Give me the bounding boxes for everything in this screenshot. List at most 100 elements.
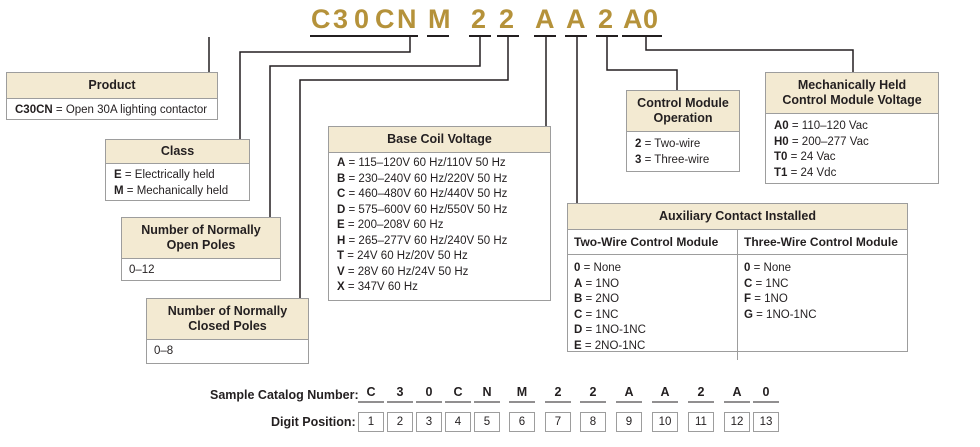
code-underline bbox=[622, 35, 662, 37]
mech-voltage-desc: = 110–120 Vac bbox=[788, 120, 868, 132]
code-underline bbox=[497, 35, 519, 37]
sample-char: 0 bbox=[425, 385, 433, 399]
voltage-desc: = 575–600V 60 Hz/550V 50 Hz bbox=[345, 203, 508, 216]
aux-title: Auxiliary Contact Installed bbox=[568, 204, 907, 230]
code-letter: C bbox=[375, 4, 396, 34]
digit-position: 8 bbox=[580, 412, 606, 432]
code-letter: 2 bbox=[598, 4, 615, 34]
sample-char: C bbox=[453, 385, 463, 399]
aux-desc: = None bbox=[580, 262, 622, 274]
sample-char: 3 bbox=[396, 385, 404, 399]
control-module-body: 2 = Two-wire 3 = Three-wire bbox=[627, 132, 739, 172]
normally-open-connector bbox=[269, 37, 481, 218]
normally-closed-box: Number of Normally Closed Poles 0–8 bbox=[146, 298, 309, 364]
sample-char: 2 bbox=[697, 385, 705, 399]
digit-position: 1 bbox=[358, 412, 384, 432]
code-underline bbox=[310, 35, 418, 37]
sample-char: 0 bbox=[762, 385, 770, 399]
code-letter: 3 bbox=[333, 4, 350, 34]
voltage-desc: = 24V 60 Hz/20V 50 Hz bbox=[344, 250, 468, 262]
voltage-code: H bbox=[337, 234, 346, 247]
digit-position: 11 bbox=[688, 412, 714, 432]
voltage-code: T bbox=[337, 250, 345, 262]
two-wire-list: 0 = None A = 1NO B = 2NO C = 1NC D = 1NO… bbox=[568, 255, 737, 360]
operation-code: 2 bbox=[635, 138, 642, 150]
mech-voltage-code: T0 bbox=[774, 151, 788, 163]
aux-desc: = 1NO bbox=[582, 277, 620, 290]
code-letter: N bbox=[397, 4, 418, 34]
code-letter: 0 bbox=[354, 4, 371, 34]
normally-open-title: Number of Normally Open Poles bbox=[122, 218, 280, 259]
code-underline bbox=[565, 35, 587, 37]
product-title: Product bbox=[7, 73, 217, 99]
mech-voltage-code: T1 bbox=[774, 166, 788, 179]
product-desc: = Open 30A lighting contactor bbox=[52, 104, 208, 116]
digit-position: 7 bbox=[545, 412, 571, 432]
mech-held-body: A0 = 110–120 Vac H0 = 200–277 Vac T0 = 2… bbox=[766, 114, 938, 185]
voltage-code: X bbox=[337, 281, 345, 293]
title-line: Open Poles bbox=[166, 238, 236, 252]
class-title: Class bbox=[106, 140, 249, 164]
aux-code: 0 bbox=[744, 262, 751, 274]
code-letter: A bbox=[623, 4, 644, 34]
operation-desc: = Three-wire bbox=[641, 153, 710, 166]
control-module-connector bbox=[606, 37, 678, 90]
class-body: E = Electrically held M = Mechanically h… bbox=[106, 164, 249, 203]
code-letter: M bbox=[428, 4, 452, 34]
aux-code: E bbox=[574, 339, 582, 352]
code-letter: A bbox=[566, 4, 587, 34]
aux-desc: = 2NO-1NC bbox=[581, 339, 646, 352]
class-connector bbox=[239, 37, 411, 140]
digit-position: 13 bbox=[753, 412, 779, 432]
mech-voltage-desc: = 24 Vdc bbox=[787, 166, 837, 179]
voltage-desc: = 460–480V 60 Hz/440V 50 Hz bbox=[345, 188, 508, 200]
aux-contact-box: Auxiliary Contact Installed Two-Wire Con… bbox=[567, 203, 908, 360]
class-code: E bbox=[114, 169, 122, 181]
voltage-code: A bbox=[337, 157, 346, 169]
aux-code: F bbox=[744, 293, 752, 305]
aux-subheaders: Two-Wire Control Module Three-Wire Contr… bbox=[568, 230, 907, 255]
mech-voltage-desc: = 200–277 Vac bbox=[788, 135, 869, 148]
base-coil-box: Base Coil Voltage A = 115–120V 60 Hz/110… bbox=[328, 126, 551, 301]
product-code: C30CN bbox=[15, 104, 53, 116]
voltage-code: V bbox=[337, 265, 345, 278]
mech-held-title: Mechanically Held Control Module Voltage bbox=[766, 73, 938, 114]
aux-code: C bbox=[574, 308, 583, 321]
code-letter: 2 bbox=[471, 4, 488, 34]
aux-columns: 0 = None A = 1NO B = 2NO C = 1NC D = 1NO… bbox=[568, 255, 907, 360]
control-module-box: Control Module Operation 2 = Two-wire 3 … bbox=[626, 90, 740, 172]
title-line: Mechanically Held bbox=[797, 78, 907, 92]
sample-char: 2 bbox=[589, 385, 597, 399]
voltage-desc: = 347V 60 Hz bbox=[344, 281, 418, 293]
sample-char: 2 bbox=[554, 385, 562, 399]
sample-catalog-label: Sample Catalog Number: bbox=[210, 388, 359, 402]
operation-desc: = Two-wire bbox=[641, 138, 701, 150]
operation-code: 3 bbox=[635, 153, 642, 166]
title-line: Number of Normally bbox=[141, 223, 261, 237]
aux-desc: = None bbox=[750, 262, 792, 274]
base-coil-title: Base Coil Voltage bbox=[329, 127, 550, 153]
mech-held-box: Mechanically Held Control Module Voltage… bbox=[765, 72, 939, 184]
sample-char: A bbox=[624, 385, 634, 399]
title-line: Control Module Voltage bbox=[782, 93, 922, 107]
mech-held-connector bbox=[645, 37, 854, 72]
voltage-desc: = 115–120V 60 Hz/110V 50 Hz bbox=[345, 157, 506, 169]
aux-code: 0 bbox=[574, 262, 581, 274]
aux-code: A bbox=[574, 277, 583, 290]
voltage-code: E bbox=[337, 219, 345, 231]
digit-position: 5 bbox=[474, 412, 500, 432]
code-underline bbox=[427, 35, 449, 37]
code-underline bbox=[469, 35, 491, 37]
digit-position: 3 bbox=[416, 412, 442, 432]
aux-desc: = 1NC bbox=[752, 277, 789, 290]
aux-code: C bbox=[744, 277, 753, 290]
code-underline bbox=[534, 35, 556, 37]
sample-char: A bbox=[732, 385, 742, 399]
mech-voltage-code: A0 bbox=[774, 120, 789, 132]
two-wire-title: Two-Wire Control Module bbox=[574, 235, 719, 249]
class-desc: = Mechanically held bbox=[123, 184, 229, 197]
class-box: Class E = Electrically held M = Mechanic… bbox=[105, 139, 250, 201]
mech-voltage-code: H0 bbox=[774, 135, 789, 148]
aux-code: D bbox=[574, 324, 583, 336]
digit-position: 9 bbox=[616, 412, 642, 432]
